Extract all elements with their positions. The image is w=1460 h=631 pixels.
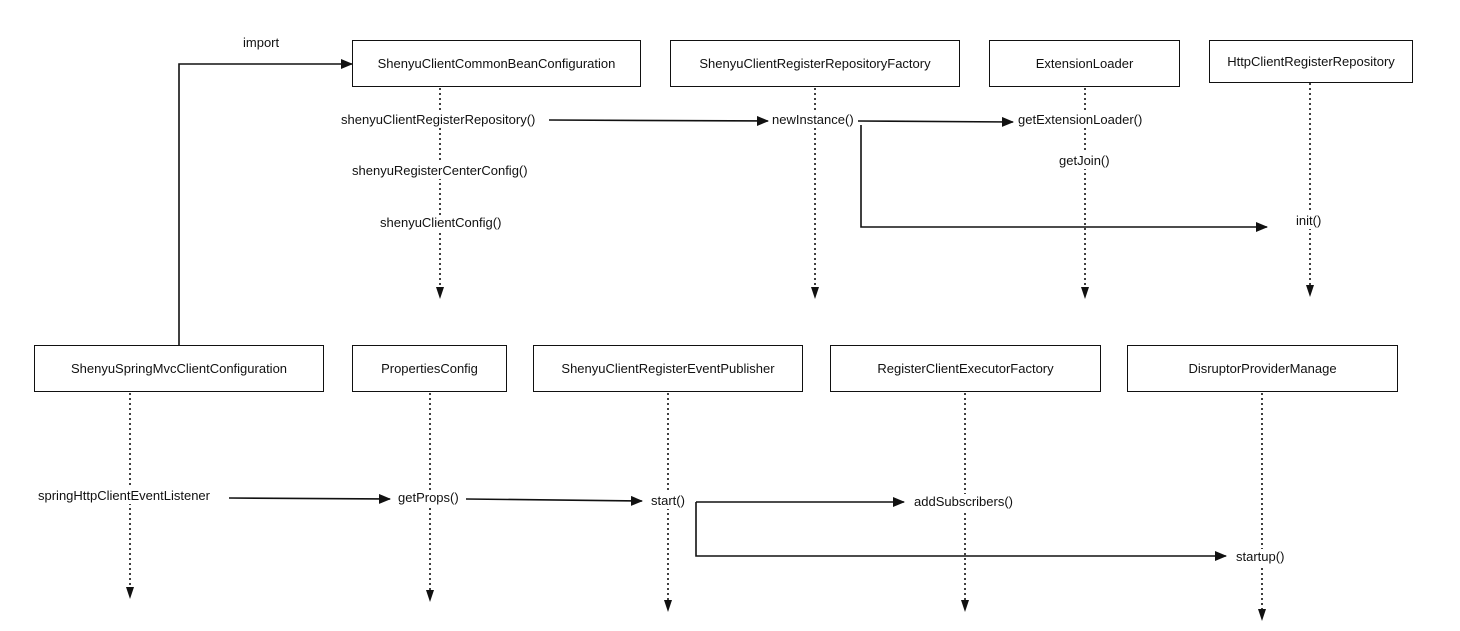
box-common-bean-config: ShenyuClientCommonBeanConfiguration <box>352 40 641 87</box>
box-properties-config: PropertiesConfig <box>352 345 507 392</box>
arrow-to-startup <box>695 502 1227 561</box>
label-add-subscribers: addSubscribers() <box>913 494 1014 510</box>
label-get-join: getJoin() <box>1058 153 1111 169</box>
arrow-to-new-instance <box>548 115 769 126</box>
lifeline-end-arrow <box>426 590 434 602</box>
label-shenyu-register-center-config: shenyuRegisterCenterConfig() <box>351 163 529 179</box>
box-executor-factory: RegisterClientExecutorFactory <box>830 345 1101 392</box>
label-startup: startup() <box>1235 549 1286 565</box>
lifeline-end-arrow <box>126 587 134 599</box>
import-arrow <box>178 59 353 345</box>
lifeline-end-arrow <box>1258 609 1266 621</box>
lifeline-end-arrow <box>1081 287 1089 299</box>
lifeline-end-arrow <box>811 287 819 299</box>
label-get-extension-loader: getExtensionLoader() <box>1017 112 1144 128</box>
label-import: import <box>242 35 281 51</box>
box-extension-loader: ExtensionLoader <box>989 40 1180 87</box>
lifeline-end-arrow <box>436 287 444 299</box>
lifeline-end-arrow <box>1306 285 1314 297</box>
label-shenyu-client-register-repository: shenyuClientRegisterRepository() <box>340 112 537 128</box>
arrow-to-get-props <box>228 493 391 504</box>
arrow-to-get-extension-loader <box>857 116 1014 127</box>
label-spring-http-client-event-listener: springHttpClientEventListener <box>37 488 211 504</box>
box-register-event-publisher: ShenyuClientRegisterEventPublisher <box>533 345 803 392</box>
arrow-to-start <box>465 495 643 506</box>
arrow-to-init <box>860 125 1268 232</box>
label-shenyu-client-config: shenyuClientConfig() <box>379 215 503 231</box>
box-disruptor-provider-manage: DisruptorProviderManage <box>1127 345 1398 392</box>
label-init: init() <box>1295 213 1323 229</box>
label-new-instance: newInstance() <box>771 112 855 128</box>
label-start: start() <box>650 493 686 509</box>
lifeline-end-arrow <box>664 600 672 612</box>
box-http-client-register-repository: HttpClientRegisterRepository <box>1209 40 1413 83</box>
label-get-props: getProps() <box>397 490 460 506</box>
lifeline-end-arrow <box>961 600 969 612</box>
box-spring-mvc-client-config: ShenyuSpringMvcClientConfiguration <box>34 345 324 392</box>
box-register-repository-factory: ShenyuClientRegisterRepositoryFactory <box>670 40 960 87</box>
